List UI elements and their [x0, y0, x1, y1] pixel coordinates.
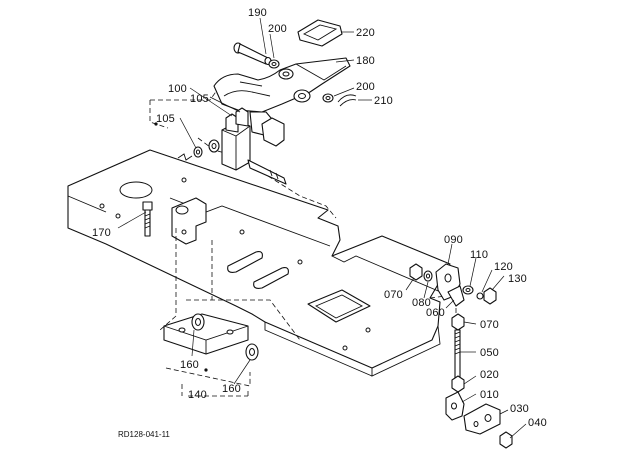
bolt-170 — [142, 201, 153, 237]
callout-170: 170 — [92, 227, 111, 239]
callout-120: 120 — [494, 261, 513, 273]
floor-plate — [67, 149, 451, 377]
callout-105-lower: 105 — [156, 113, 175, 125]
pedal-pad-220 — [297, 19, 343, 47]
clip-210 — [337, 94, 357, 107]
callout-200-upper: 200 — [268, 23, 287, 35]
callout-020: 020 — [480, 369, 499, 381]
callout-110: 110 — [470, 249, 488, 261]
callout-070-left: 070 — [384, 289, 403, 301]
bracket-140 — [163, 313, 259, 372]
callout-160-right: 160 — [222, 383, 241, 395]
callout-090: 090 — [444, 234, 463, 246]
callout-160-left: 160 — [180, 359, 199, 371]
callout-010: 010 — [480, 389, 499, 401]
washer-200-lower — [322, 93, 334, 103]
callout-060: 060 — [426, 307, 445, 319]
callout-190: 190 — [248, 7, 267, 19]
pedal-shaft-100 — [154, 107, 287, 185]
callout-040: 040 — [528, 417, 547, 429]
pin-190 — [233, 42, 272, 66]
callout-030: 030 — [510, 403, 529, 415]
plate-bracket — [171, 197, 207, 245]
callout-105-upper: 105 — [190, 93, 209, 105]
leader-lines — [117, 17, 527, 439]
linkage-assembly — [409, 263, 513, 449]
pedal-arm-180 — [213, 57, 351, 147]
callout-130: 130 — [508, 273, 527, 285]
callout-140: 140 — [188, 389, 207, 401]
callout-220: 220 — [356, 27, 375, 39]
callout-200-lower: 200 — [356, 81, 375, 93]
callout-050: 050 — [480, 347, 499, 359]
callout-100: 100 — [168, 83, 187, 95]
callout-070-rod: 070 — [480, 319, 499, 331]
callout-210: 210 — [374, 95, 393, 107]
drawing-reference-code: RD128-041-11 — [118, 430, 170, 439]
washer-200-upper — [268, 59, 280, 69]
callout-180: 180 — [356, 55, 375, 67]
callout-080: 080 — [412, 297, 431, 309]
callout-labels: 190 200 220 180 200 210 100 105 105 170 … — [92, 7, 547, 439]
